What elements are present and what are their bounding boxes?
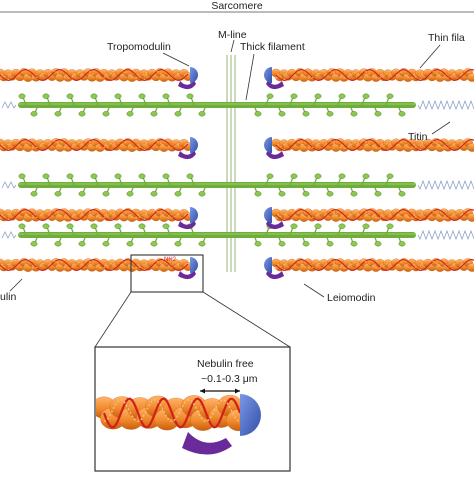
thick-filament	[18, 173, 416, 197]
nebulin-label: ulin	[0, 291, 17, 303]
titin-spring	[1, 181, 17, 189]
leiomodin-pointer	[303, 283, 325, 298]
titin-pointer	[431, 121, 451, 135]
thin-filament	[271, 258, 474, 272]
thin-filament	[0, 258, 193, 272]
tropomodulin-label: Tropomodulin	[107, 41, 171, 53]
zoom-source-box	[130, 254, 204, 293]
thin-filament	[271, 138, 474, 152]
zoom-connector-right	[202, 291, 291, 348]
zoom-connector-left	[94, 291, 132, 348]
titin-spring	[1, 101, 17, 109]
tropomodulin-cap	[178, 257, 198, 280]
inset-tropomodulin	[240, 394, 261, 436]
m-line-label: M-line	[218, 29, 247, 41]
titin-spring	[417, 229, 474, 241]
distance-arrow	[200, 388, 240, 394]
thin-filaments	[0, 67, 474, 280]
tropomodulin-cap	[178, 67, 198, 90]
m-line	[226, 55, 236, 272]
thick-filament-pointer	[245, 53, 255, 101]
thick-filament-label: Thick filament	[240, 41, 305, 53]
titin-label: Titin	[408, 131, 428, 143]
thin-filament	[96, 394, 252, 432]
titin-springs	[1, 99, 474, 241]
thin-filament	[271, 208, 474, 222]
sarcomere-label: Sarcomere	[211, 0, 263, 12]
distance-label: ~0.1-0.3 μm	[201, 373, 258, 385]
inset-thin-filament	[96, 394, 261, 455]
m-line-pointer	[230, 39, 235, 53]
thin-filament	[0, 68, 193, 82]
thin-filament-pointer	[419, 44, 441, 69]
tropomodulin-cap	[178, 137, 198, 160]
leiomodin-label: Leiomodin	[327, 292, 376, 304]
titin-spring	[1, 231, 17, 239]
tropomodulin-cap	[264, 67, 284, 90]
thick-filament	[18, 223, 416, 247]
thin-filament-label: Thin fila	[428, 32, 465, 44]
nebulin-free-label: Nebulin free	[197, 358, 254, 370]
nh2-label: NH2	[164, 257, 177, 263]
tropomodulin-pointer	[162, 52, 190, 67]
tropomodulin-cap	[264, 257, 284, 280]
thick-filament	[18, 93, 416, 117]
titin-spring	[417, 179, 474, 191]
tropomodulin-cap	[178, 207, 198, 230]
thin-filament	[0, 208, 193, 222]
thin-filament	[271, 68, 474, 82]
thick-filaments	[18, 93, 416, 247]
nebulin-pointer	[9, 278, 23, 292]
inset-leiomodin	[182, 432, 232, 455]
tropomodulin-cap	[264, 137, 284, 160]
tropomodulin-cap	[264, 207, 284, 230]
titin-spring	[417, 99, 474, 111]
thin-filament	[0, 138, 193, 152]
